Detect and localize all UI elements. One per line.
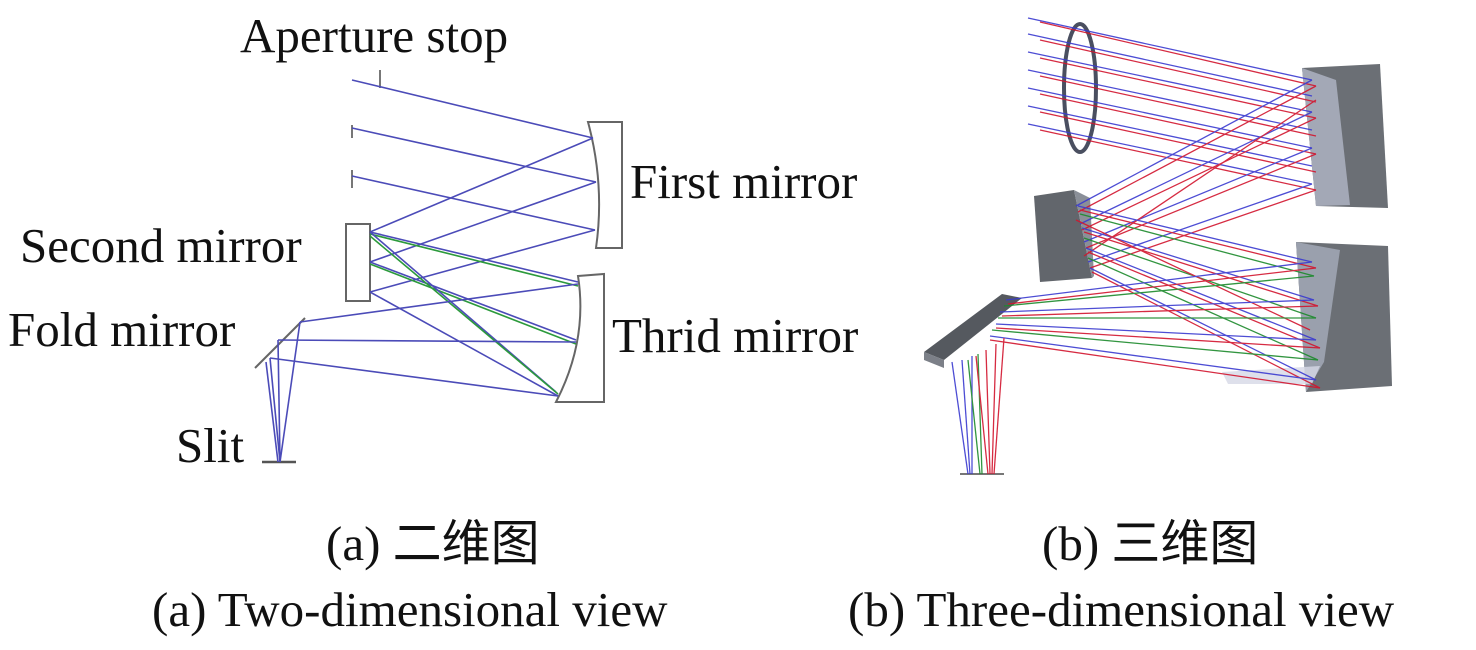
- third-mirror-shape: [554, 272, 605, 403]
- panel-2d: Aperture stop First mirror Second mirror…: [8, 8, 858, 637]
- fold-mirror-3d: [924, 294, 1022, 368]
- label-fold-mirror: Fold mirror: [8, 302, 235, 357]
- fold-mirror-shape: [254, 317, 306, 369]
- second-mirror-3d: [1034, 190, 1094, 282]
- caption-2d-en: (a) Two-dimensional view: [152, 582, 668, 637]
- first-mirror-shape: [586, 121, 623, 249]
- label-third-mirror: Thrid mirror: [612, 308, 858, 363]
- panel-3d: (b) 三维图 (b) Three-dimensional view: [848, 17, 1395, 637]
- aperture-stop-marker: [351, 70, 381, 188]
- ray-paths-2d: [265, 79, 597, 463]
- label-second-mirror: Second mirror: [20, 218, 302, 273]
- caption-2d-cn: (a) 二维图: [326, 516, 540, 571]
- caption-3d-cn: (b) 三维图: [1042, 516, 1258, 571]
- third-mirror-3d: [1222, 242, 1392, 392]
- second-mirror-shape: [345, 223, 371, 302]
- label-first-mirror: First mirror: [630, 154, 857, 209]
- label-aperture-stop: Aperture stop: [240, 8, 508, 63]
- caption-3d-en: (b) Three-dimensional view: [848, 582, 1395, 637]
- label-slit: Slit: [176, 418, 244, 473]
- ray-bundles-3d: [951, 17, 1321, 475]
